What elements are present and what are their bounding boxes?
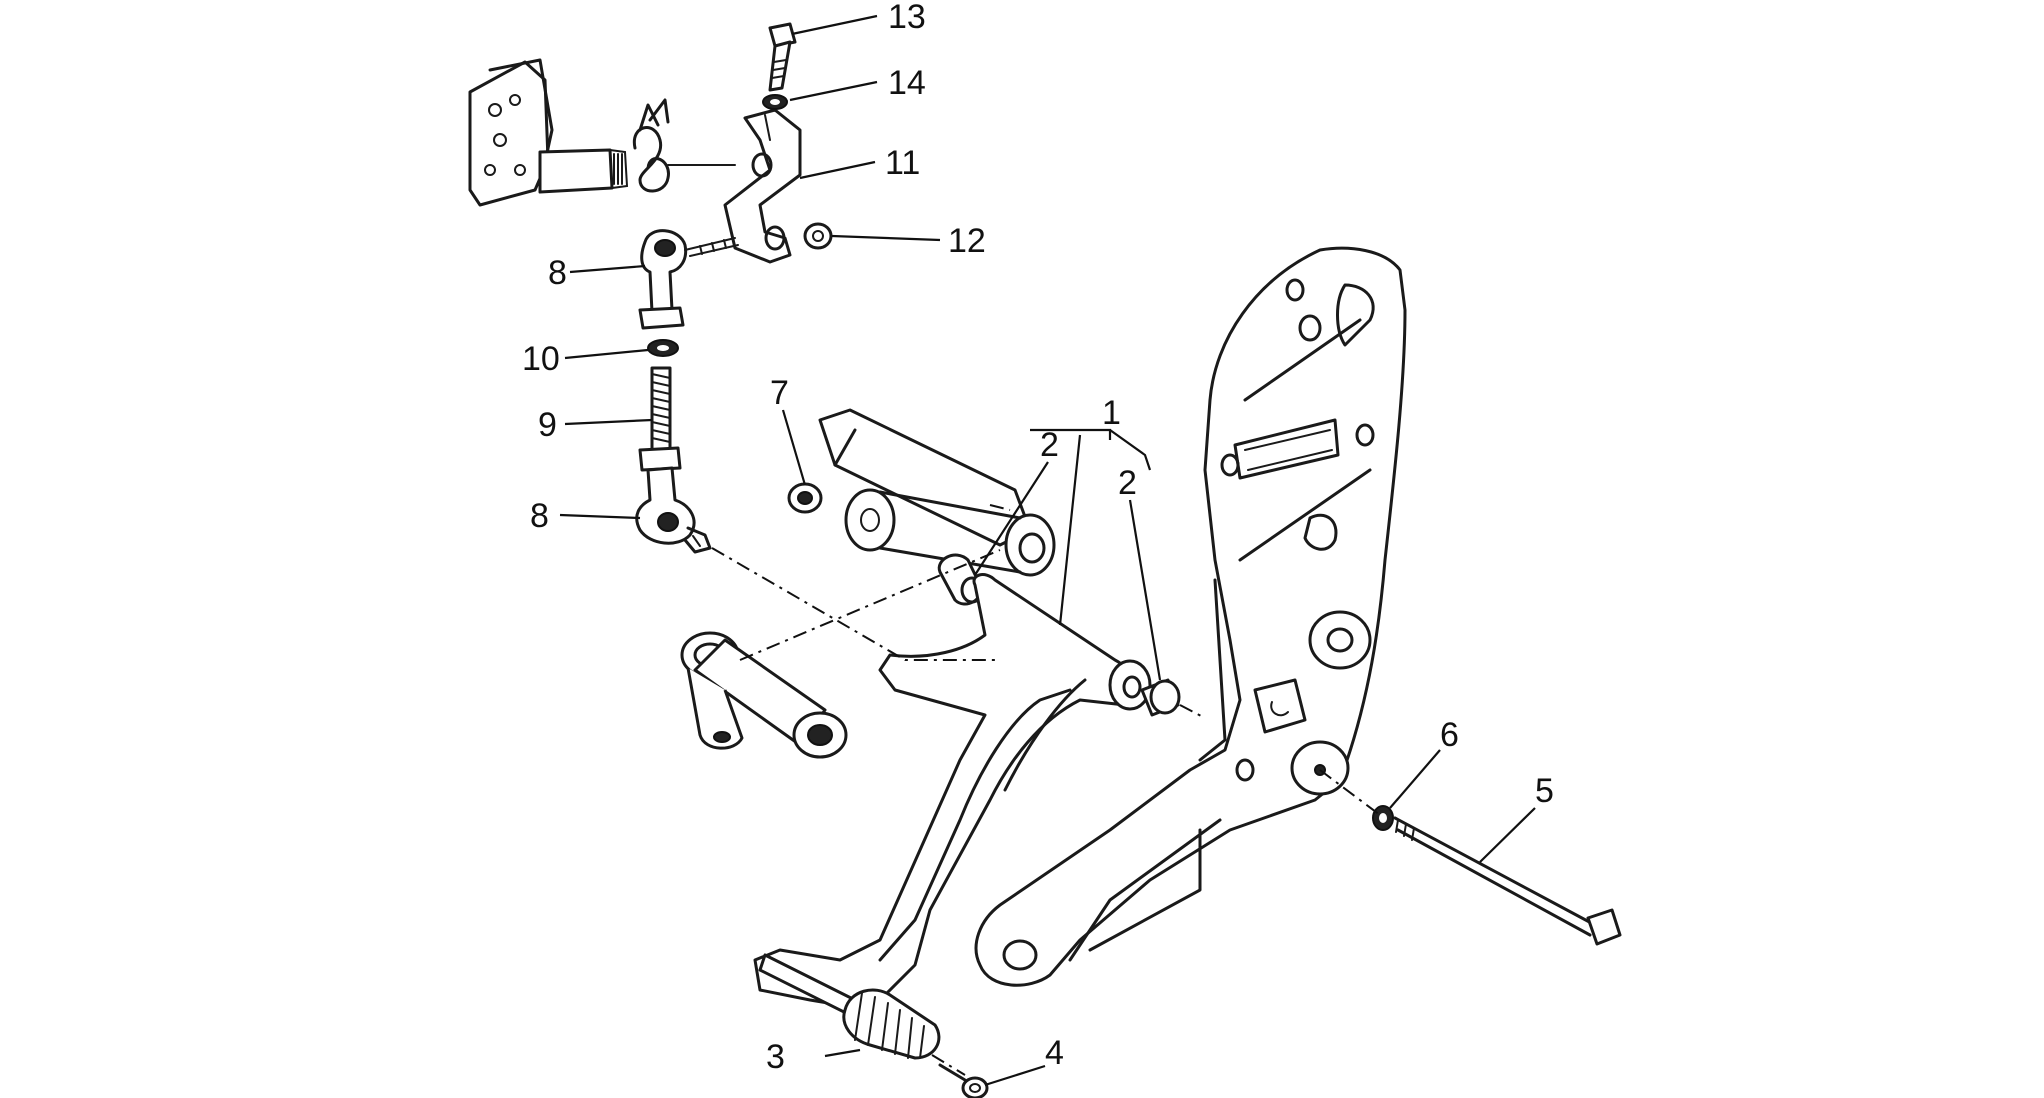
axis-line-screw [931,1054,966,1076]
callout-2-lower: 2 [1118,464,1137,502]
callout-5: 5 [1535,772,1554,810]
axis-line-bolt [1319,769,1381,816]
callout-7: 7 [770,374,789,412]
callout-11: 11 [885,144,920,182]
callout-8-lower: 8 [530,497,549,535]
callout-1: 1 [1102,394,1121,432]
shift-lever-1 [753,573,1152,1012]
washer-6 [1372,805,1394,831]
bolt-5 [1393,816,1622,946]
callout-12: 12 [948,222,986,260]
footrest-bracket-plate [974,246,1407,987]
washer-14 [762,94,788,110]
axis-line-pivot [989,504,1011,511]
nut-7 [787,482,823,514]
ball-joint-upper-8 [638,229,739,330]
footrest-pedal-3 [758,953,941,1060]
linkage-arm-11 [723,108,802,264]
pivot-pin-with-tab [680,631,848,759]
locknut-10 [647,339,679,357]
callout-labels: 13 14 11 12 8 10 9 8 7 1 2 2 6 5 3 4 [522,0,1554,1076]
callout-2-upper: 2 [1040,426,1059,464]
bolt-13 [768,22,797,92]
spring-clip [632,98,736,193]
callout-13: 13 [888,0,926,36]
callout-6: 6 [1440,716,1459,754]
axis-line-bushing [1179,704,1206,719]
nut-12 [803,222,833,250]
callout-14: 14 [888,64,926,102]
leader-lines [559,14,1536,1087]
pivot-shaft-assembly [818,408,1056,577]
bushing-2-lower [1140,678,1181,717]
callout-3: 3 [766,1038,785,1076]
callout-10: 10 [522,340,560,378]
screw-4 [938,1063,989,1098]
threaded-rod-9 [650,366,672,452]
axis-line-rod-joint [711,547,1000,661]
axis-line-pivot-pin [739,549,1001,661]
gearbox-shaft-assembly [468,58,629,207]
callout-8-upper: 8 [548,254,567,292]
callout-4: 4 [1045,1034,1064,1072]
callout-9: 9 [538,406,557,444]
ball-joint-lower-8 [635,446,712,554]
